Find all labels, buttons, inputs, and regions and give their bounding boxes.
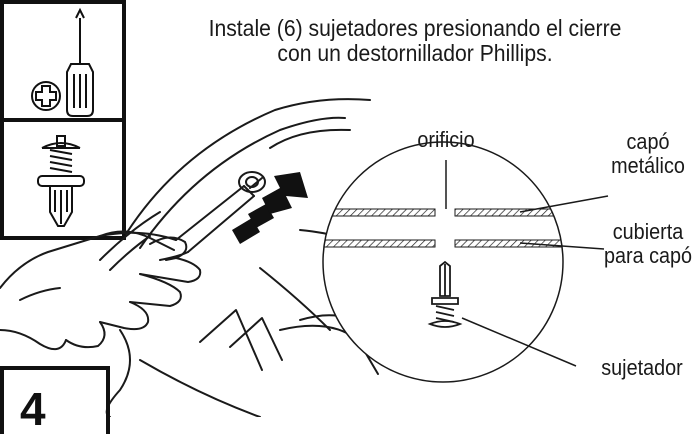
label-hood-cover-line-2: para capó	[603, 243, 693, 268]
label-metal-hood-line-1: capó	[626, 129, 670, 154]
step-number-box	[0, 366, 110, 434]
detail-circle	[322, 141, 564, 383]
label-fastener: sujetador	[601, 355, 683, 380]
callout-leaders	[445, 160, 609, 367]
parts-panel	[0, 0, 126, 240]
step-number: 4	[0, 366, 110, 434]
step-number-text: 4	[20, 383, 46, 435]
label-metal-hood-line-2: metálico	[611, 153, 685, 178]
phillips-screwdriver-icon	[31, 7, 94, 117]
label-hood-cover: cubierta para capó	[601, 220, 695, 268]
instruction-line-2: con un destornillador Phillips.	[277, 40, 553, 66]
label-metal-hood: capó metálico	[601, 130, 695, 178]
label-hood-cover-line-1: cubierta	[612, 219, 684, 244]
push-direction-arrow	[232, 172, 308, 244]
push-pin-fastener-icon	[37, 135, 85, 227]
instruction-text: Instale (6) sujetadores presionando el c…	[153, 16, 677, 66]
diagram-canvas	[0, 0, 609, 417]
label-hole: orificio	[417, 127, 475, 152]
instruction-line-1: Instale (6) sujetadores presionando el c…	[208, 15, 622, 41]
fastener-detail-icon	[427, 260, 463, 328]
